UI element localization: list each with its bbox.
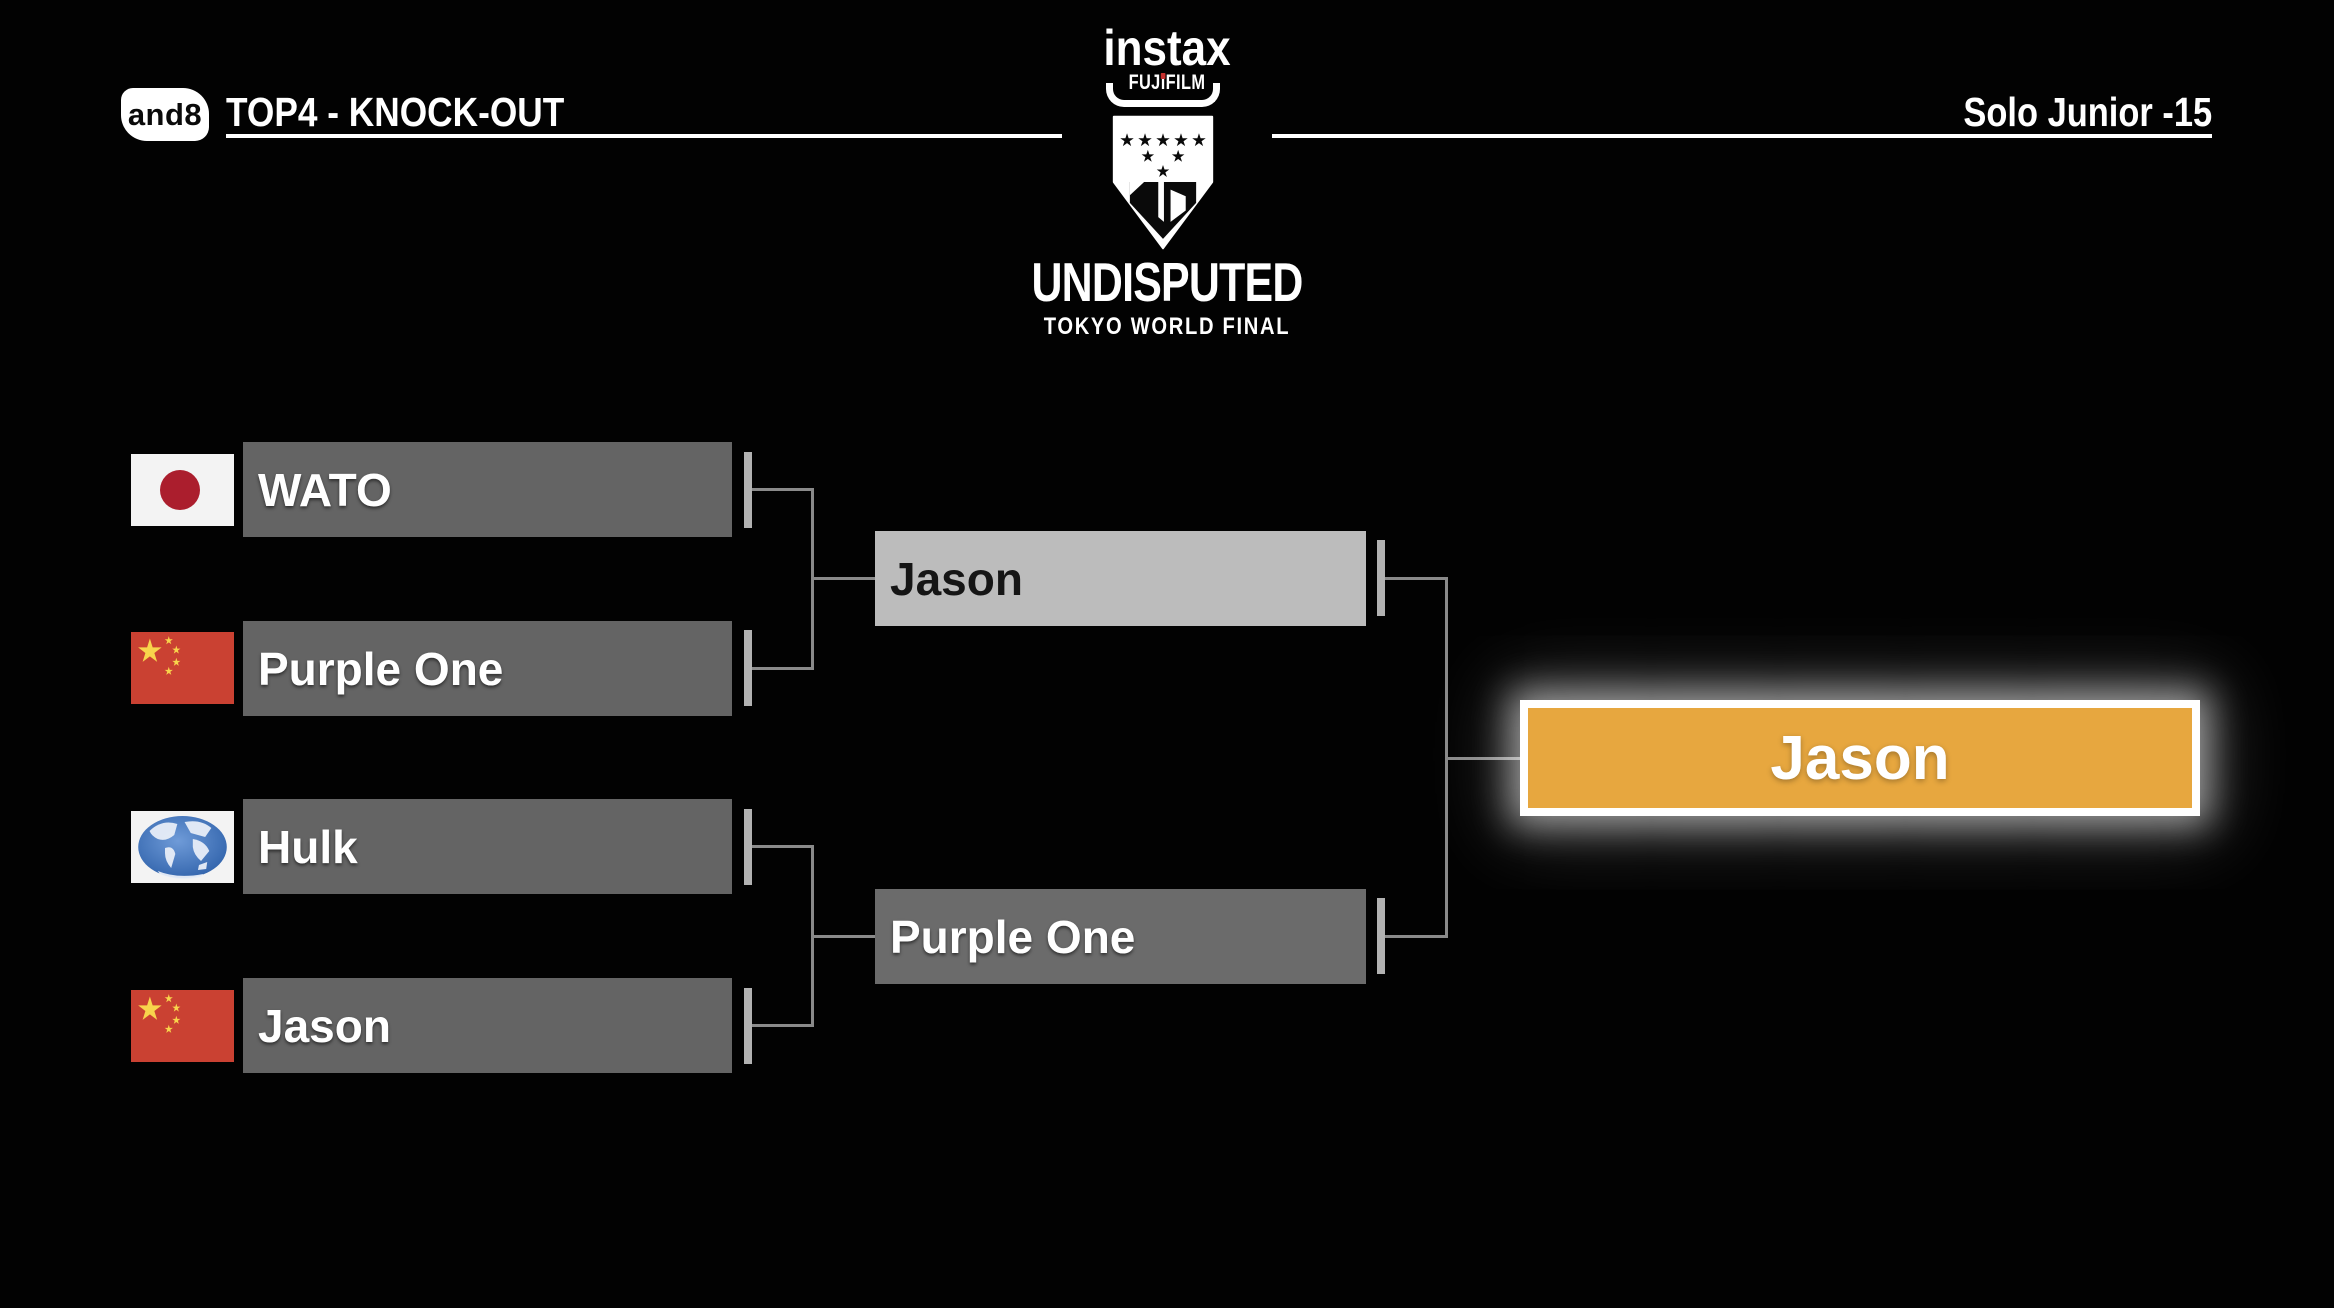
bracket-tick: [744, 988, 752, 1064]
competitor-name: Purple One: [890, 910, 1136, 963]
champion-name: Jason: [1770, 723, 1950, 793]
world-flag-icon: [131, 811, 234, 883]
connector-line: [752, 667, 814, 670]
competitor-name: Jason: [890, 552, 1023, 605]
bracket-slot-finalist-jason: Jason: [875, 531, 1366, 626]
header-rule-right: [1272, 134, 2212, 138]
and8-logo-badge: and8: [121, 88, 209, 141]
bracket-slot-jason: Jason: [243, 978, 732, 1073]
fujifilm-wordmark: FUJiFILM: [1011, 72, 1323, 94]
undisputed-wordmark: UNDISPUTED: [1031, 251, 1303, 313]
bracket-tick: [744, 630, 752, 706]
connector-line: [1385, 577, 1448, 580]
connector-line: [1448, 757, 1523, 760]
japan-flag-sun: [160, 470, 200, 510]
instax-wordmark: instax: [1103, 20, 1231, 76]
fujifilm-pre: FUJ: [1128, 71, 1161, 94]
china-flag-icon: [131, 632, 234, 704]
bracket-tick: [1377, 898, 1385, 974]
event-subtitle: TOKYO WORLD FINAL: [1043, 313, 1291, 340]
category-title: Solo Junior -15: [1963, 89, 2212, 135]
header-rule-left: [226, 134, 1062, 138]
competitor-name: Hulk: [258, 820, 358, 873]
connector-line: [811, 488, 814, 670]
china-flag-stars: [138, 994, 181, 1033]
undisputed-shield-icon: [1112, 115, 1214, 250]
world-globe: [138, 816, 227, 879]
bracket-tick: [744, 809, 752, 885]
competitor-name: WATO: [258, 463, 392, 516]
connector-line: [752, 488, 814, 491]
connector-line: [1385, 935, 1448, 938]
competitor-name: Purple One: [258, 642, 504, 695]
bracket-slot-hulk: Hulk: [243, 799, 732, 894]
japan-flag-icon: [131, 454, 234, 526]
bracket-slot-wato: WATO: [243, 442, 732, 537]
connector-line: [1445, 577, 1448, 938]
competitor-name: Jason: [258, 999, 391, 1052]
connector-line: [811, 845, 814, 1027]
connector-line: [813, 577, 875, 580]
and8-logo-label: and8: [127, 96, 203, 132]
fujifilm-i-reddot: i: [1160, 71, 1166, 94]
bracket-slot-purple-one: Purple One: [243, 621, 732, 716]
bracket-tick: [1377, 540, 1385, 616]
fujifilm-post: FILM: [1165, 71, 1206, 94]
connector-line: [752, 845, 814, 848]
champion-slot: Jason: [1520, 700, 2200, 816]
bracket-slot-finalist-purple-one: Purple One: [875, 889, 1366, 984]
bracket-tick: [744, 452, 752, 528]
instax-frame-curve: [1106, 83, 1220, 107]
connector-line: [752, 1024, 814, 1027]
china-flag-stars: [138, 636, 181, 675]
round-title: TOP4 - KNOCK-OUT: [226, 89, 565, 135]
connector-line: [813, 935, 875, 938]
china-flag-icon: [131, 990, 234, 1062]
